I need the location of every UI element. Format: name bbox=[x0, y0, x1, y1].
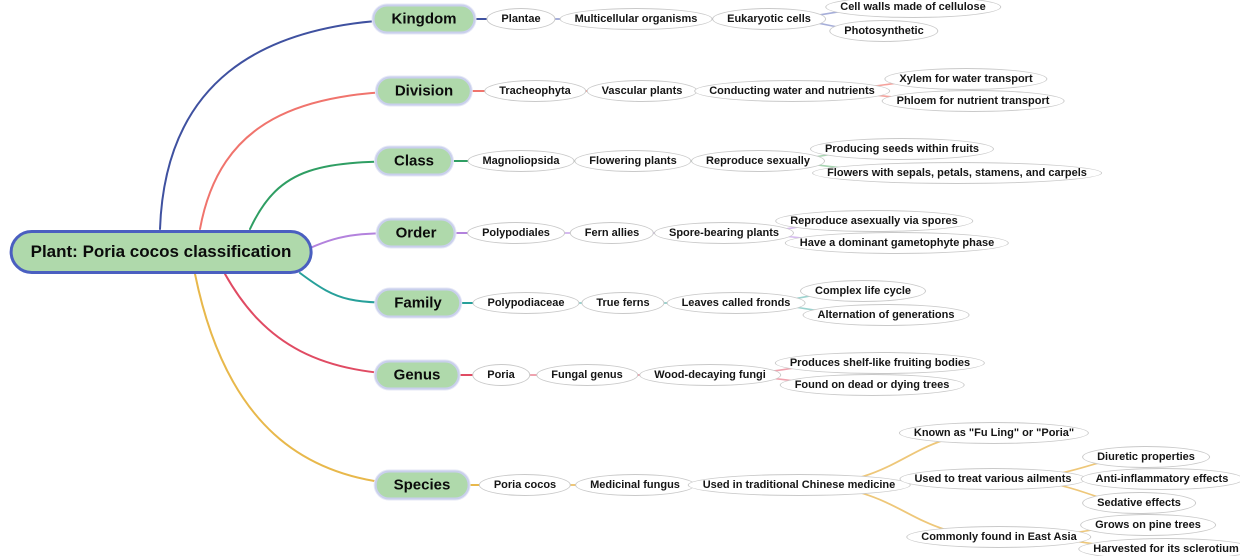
root-branch-curves bbox=[159, 18, 425, 486]
species-node-1[interactable]: Poria cocos bbox=[478, 474, 572, 496]
division-leaf-1[interactable]: Xylem for water transport bbox=[884, 68, 1048, 90]
genus-leaf-1[interactable]: Produces shelf-like fruiting bodies bbox=[774, 352, 986, 374]
genus-node-1[interactable]: Poria bbox=[472, 364, 530, 386]
kingdom-node-2[interactable]: Multicellular organisms bbox=[559, 8, 713, 30]
genus-branch[interactable]: Genus bbox=[374, 360, 460, 390]
kingdom-node-1[interactable]: Plantae bbox=[486, 8, 556, 30]
order-leaf-1[interactable]: Reproduce asexually via spores bbox=[775, 210, 973, 232]
class-branch[interactable]: Class bbox=[374, 146, 454, 176]
family-branch[interactable]: Family bbox=[375, 288, 461, 318]
species-child-ailments[interactable]: Used to treat various ailments bbox=[899, 468, 1087, 490]
order-node-1[interactable]: Polypodiales bbox=[467, 222, 565, 244]
class-node-2[interactable]: Flowering plants bbox=[574, 150, 692, 172]
class-leaf-2[interactable]: Flowers with sepals, petals, stamens, an… bbox=[812, 162, 1102, 184]
division-node-3[interactable]: Conducting water and nutrients bbox=[694, 80, 890, 102]
genus-node-3[interactable]: Wood-decaying fungi bbox=[639, 364, 781, 386]
order-branch[interactable]: Order bbox=[376, 218, 456, 248]
division-node-2[interactable]: Vascular plants bbox=[586, 80, 698, 102]
class-node-1[interactable]: Magnoliopsida bbox=[467, 150, 575, 172]
order-node-2[interactable]: Fern allies bbox=[569, 222, 655, 244]
kingdom-leaf-1[interactable]: Cell walls made of cellulose bbox=[825, 0, 1001, 18]
family-node-3[interactable]: Leaves called fronds bbox=[666, 292, 806, 314]
family-node-1[interactable]: Polypodiaceae bbox=[472, 292, 580, 314]
kingdom-node-3[interactable]: Eukaryotic cells bbox=[712, 8, 826, 30]
species-node-3[interactable]: Used in traditional Chinese medicine bbox=[687, 474, 911, 496]
species-leaf-sclerotium[interactable]: Harvested for its sclerotium bbox=[1078, 538, 1240, 556]
species-leaf-diuretic[interactable]: Diuretic properties bbox=[1082, 446, 1210, 468]
class-node-3[interactable]: Reproduce sexually bbox=[691, 150, 825, 172]
genus-node-2[interactable]: Fungal genus bbox=[536, 364, 638, 386]
order-leaf-2[interactable]: Have a dominant gametophyte phase bbox=[784, 232, 1010, 254]
division-node-1[interactable]: Tracheophyta bbox=[484, 80, 586, 102]
order-node-3[interactable]: Spore-bearing plants bbox=[653, 222, 795, 244]
species-leaf-pine-trees[interactable]: Grows on pine trees bbox=[1080, 514, 1216, 536]
division-leaf-2[interactable]: Phloem for nutrient transport bbox=[881, 90, 1065, 112]
family-leaf-2[interactable]: Alternation of generations bbox=[802, 304, 970, 326]
species-leaf-antiinflammatory[interactable]: Anti-inflammatory effects bbox=[1080, 468, 1240, 490]
species-child-known-as[interactable]: Known as "Fu Ling" or "Poria" bbox=[898, 422, 1090, 444]
species-child-east-asia[interactable]: Commonly found in East Asia bbox=[906, 526, 1092, 548]
species-leaf-sedative[interactable]: Sedative effects bbox=[1082, 492, 1196, 514]
genus-leaf-2[interactable]: Found on dead or dying trees bbox=[779, 374, 965, 396]
species-branch[interactable]: Species bbox=[374, 470, 470, 500]
root-node[interactable]: Plant: Poria cocos classification bbox=[9, 230, 313, 274]
division-branch[interactable]: Division bbox=[375, 76, 473, 106]
species-node-2[interactable]: Medicinal fungus bbox=[575, 474, 695, 496]
family-node-2[interactable]: True ferns bbox=[581, 292, 665, 314]
family-leaf-1[interactable]: Complex life cycle bbox=[800, 280, 926, 302]
kingdom-branch[interactable]: Kingdom bbox=[372, 4, 476, 34]
class-leaf-1[interactable]: Producing seeds within fruits bbox=[809, 138, 995, 160]
kingdom-leaf-2[interactable]: Photosynthetic bbox=[829, 20, 939, 42]
